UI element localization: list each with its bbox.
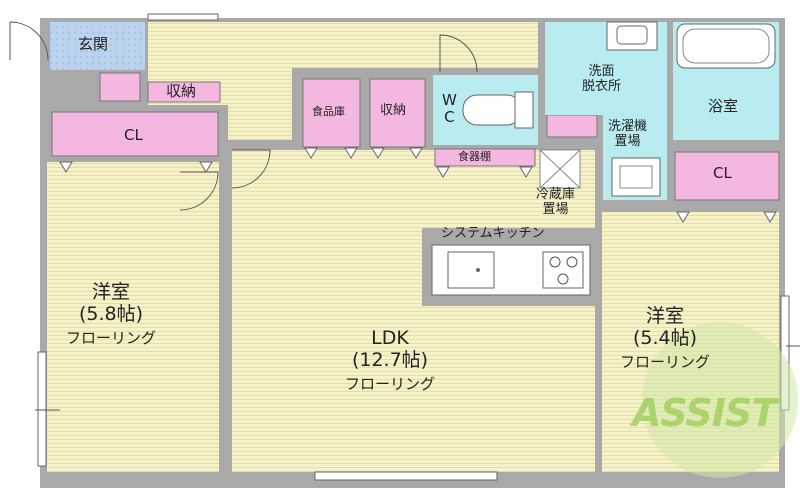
label-shokuhinko: 食品庫 bbox=[312, 105, 345, 118]
closet-right bbox=[674, 151, 780, 201]
shuno-1 bbox=[147, 81, 221, 103]
label-western-room-left: 洋室 (5.8帖) フローリング bbox=[66, 281, 157, 347]
shokkidana bbox=[434, 148, 536, 167]
label-kitchen: システムキッチン bbox=[441, 226, 545, 241]
label-shokkidana: 食器棚 bbox=[458, 150, 491, 163]
assist-watermark bbox=[642, 322, 798, 478]
left-room-door bbox=[179, 171, 219, 211]
western-room-left-floor bbox=[47, 162, 219, 472]
toilet bbox=[462, 94, 522, 126]
label-senmen: 洗面脱衣所 bbox=[582, 64, 622, 94]
label-ldk: LDK (12.7帖) フローリング bbox=[345, 327, 436, 393]
label-shuno-1: 収納 bbox=[166, 82, 197, 100]
label-genkan: 玄関 bbox=[78, 35, 109, 53]
closet-left bbox=[51, 111, 219, 157]
label-yokushitsu: 浴室 bbox=[708, 97, 739, 115]
ldk-window bbox=[314, 471, 498, 481]
label-sentakuki: 洗濯機置場 bbox=[608, 119, 648, 149]
wc-door bbox=[439, 34, 478, 73]
label-western-room-right: 洋室 (5.4帖) フローリング bbox=[620, 305, 711, 371]
shuno-2 bbox=[369, 78, 426, 148]
entrance-door bbox=[9, 21, 49, 61]
sink bbox=[447, 251, 495, 289]
genkan-floor bbox=[50, 22, 145, 70]
ldk-door bbox=[231, 149, 271, 189]
shokuhinko bbox=[302, 78, 361, 148]
left-window bbox=[37, 351, 47, 467]
label-closet-right: CL bbox=[713, 164, 732, 182]
watermark-text: ASSIST bbox=[632, 391, 777, 435]
label-shuno-2: 収納 bbox=[380, 103, 407, 118]
stove bbox=[542, 251, 584, 289]
label-reizouko: 冷蔵庫置場 bbox=[536, 187, 576, 217]
label-closet-left: CL bbox=[124, 126, 143, 144]
